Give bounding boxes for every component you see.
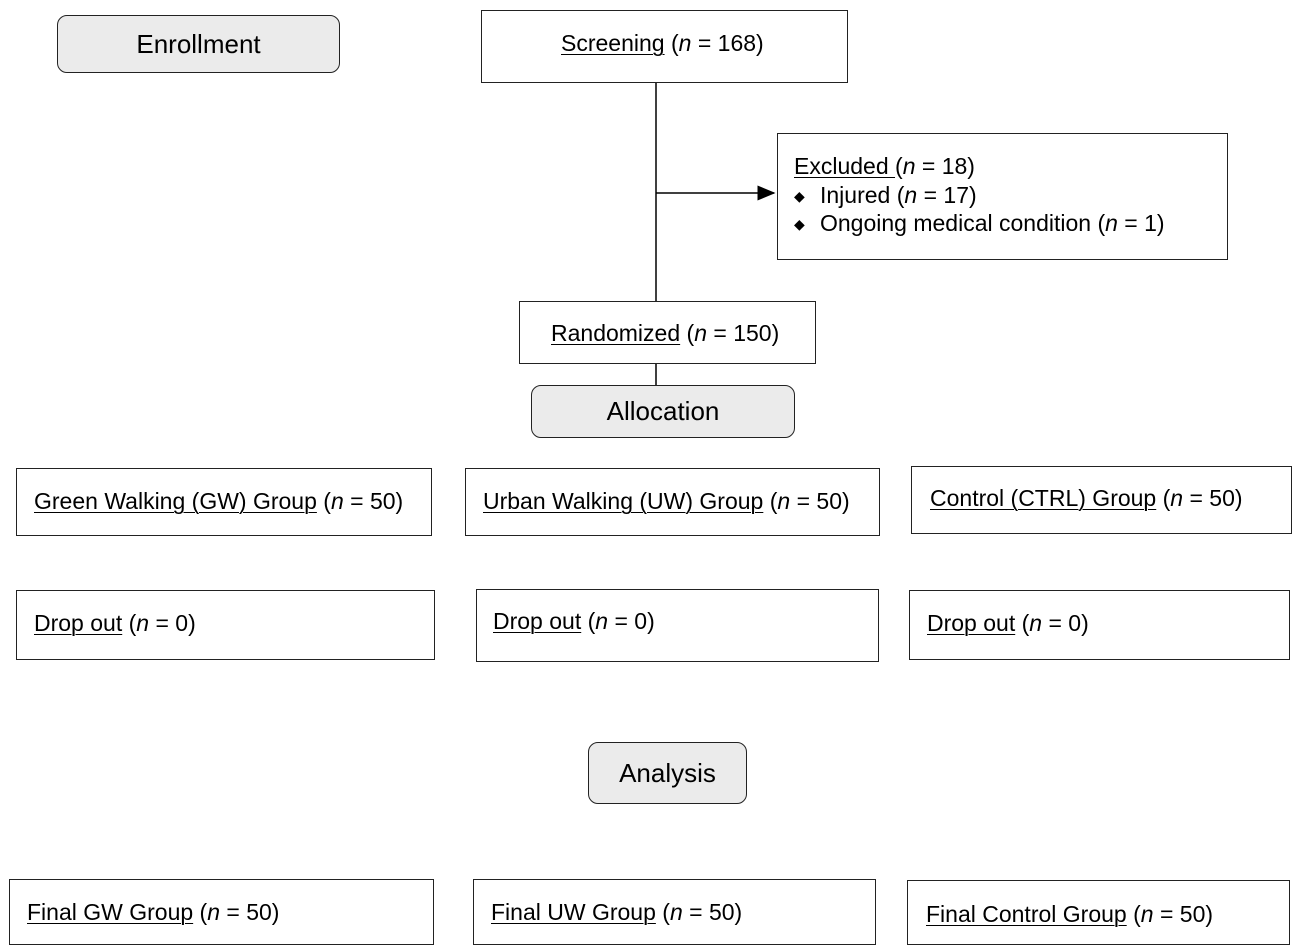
group-box-uw: Urban Walking (UW) Group (n = 50) <box>465 468 880 536</box>
analysis-stage: Analysis <box>588 742 747 804</box>
allocation-label: Allocation <box>606 396 720 426</box>
excluded-label: Excluded <box>794 153 896 179</box>
screening-label: Screening <box>561 30 665 56</box>
randomized-count: (n = 150) <box>686 320 780 346</box>
dropout-box-uw: Drop out (n = 0) <box>476 589 879 662</box>
excluded-box: Excluded (n = 18) ◆Injured (n = 17) ◆Ong… <box>777 133 1228 260</box>
dropout-box-gw: Drop out (n = 0) <box>16 590 435 660</box>
final-box-gw: Final GW Group (n = 50) <box>9 879 434 945</box>
screening-box: Screening (n = 168) <box>481 10 848 83</box>
randomized-label: Randomized <box>551 320 681 346</box>
enrollment-stage: Enrollment <box>57 15 340 73</box>
randomized-box: Randomized (n = 150) <box>519 301 816 364</box>
analysis-label: Analysis <box>619 757 716 788</box>
excluded-item-medical: ◆Ongoing medical condition (n = 1) <box>794 210 1165 236</box>
enrollment-label: Enrollment <box>136 28 261 59</box>
final-box-ctrl: Final Control Group (n = 50) <box>907 880 1290 945</box>
allocation-stage: Allocation <box>531 385 795 438</box>
group-box-gw: Green Walking (GW) Group (n = 50) <box>16 468 432 536</box>
group-box-ctrl: Control (CTRL) Group (n = 50) <box>911 466 1292 534</box>
excluded-item-injured: ◆Injured (n = 17) <box>794 182 977 208</box>
final-box-uw: Final UW Group (n = 50) <box>473 879 876 945</box>
screening-count: (n = 168) <box>670 30 764 56</box>
diamond-bullet-icon: ◆ <box>794 216 805 232</box>
dropout-box-ctrl: Drop out (n = 0) <box>909 590 1290 660</box>
excluded-header: Excluded (n = 18) <box>794 153 975 179</box>
diamond-bullet-icon: ◆ <box>794 188 805 204</box>
